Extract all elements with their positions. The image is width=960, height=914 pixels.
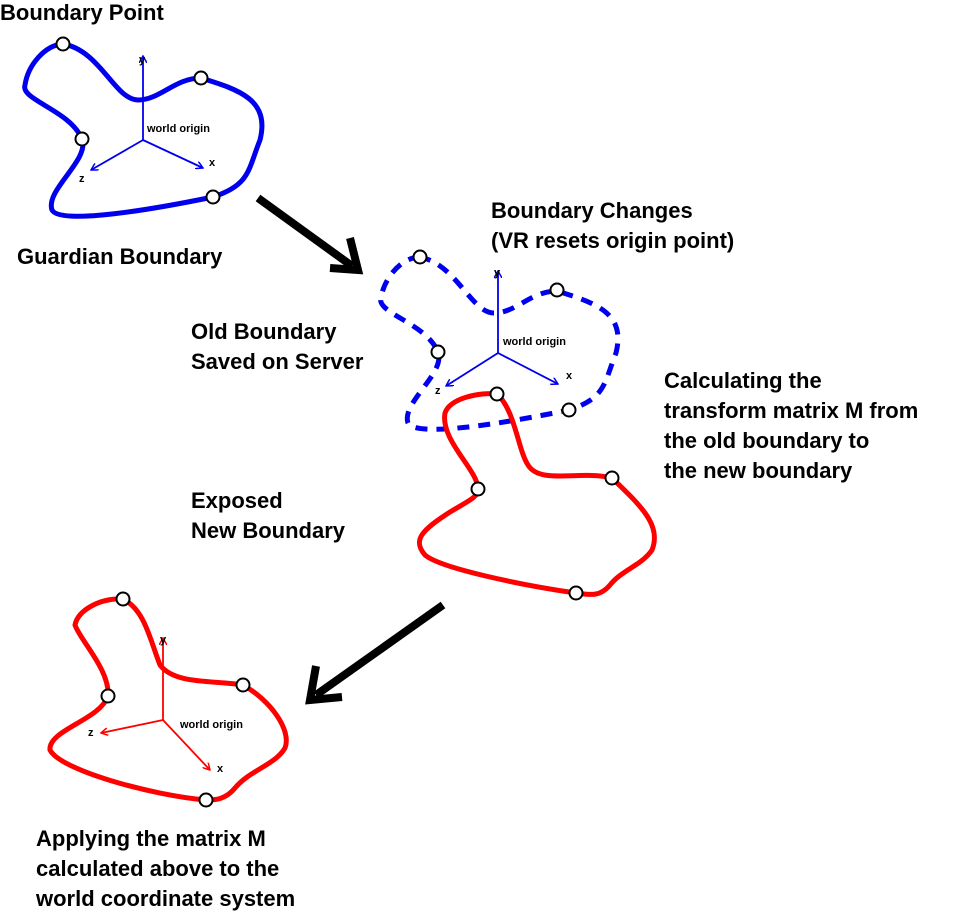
calculating-label: Calculating the transform matrix M from …	[664, 368, 924, 483]
boundary-point	[235, 677, 251, 693]
y-label: y	[494, 267, 501, 279]
boundary-point	[489, 386, 505, 402]
boundary-point	[74, 131, 90, 147]
boundary-point	[198, 792, 214, 808]
boundary-point	[193, 70, 209, 86]
boundary-point	[412, 249, 428, 265]
world-axes	[101, 638, 210, 770]
z-axis	[101, 719, 164, 733]
boundary-point	[549, 282, 565, 298]
world-axes	[91, 56, 203, 171]
z-label: z	[88, 727, 94, 739]
boundary-point	[100, 688, 116, 704]
old-boundary: y x z world origin	[378, 249, 621, 432]
boundary-changes-label: Boundary Changes (VR resets origin point…	[491, 198, 734, 253]
z-axis	[91, 139, 144, 171]
boundary-point	[568, 585, 584, 601]
world-origin-label: world origin	[146, 123, 210, 135]
boundary-point	[205, 189, 221, 205]
world-origin-label: world origin	[179, 719, 243, 731]
new-boundary	[416, 386, 657, 601]
flow-arrow-2	[305, 601, 446, 705]
boundary-point	[470, 481, 486, 497]
guardian-boundary-label: Guardian Boundary	[17, 244, 223, 269]
exposed-label: Exposed New Boundary	[191, 488, 346, 543]
z-label: z	[79, 173, 85, 185]
x-axis	[142, 139, 203, 168]
boundary-point	[604, 470, 620, 486]
y-label: y	[160, 634, 167, 646]
x-label: x	[209, 157, 216, 169]
guardian-boundary: y x z world origin	[22, 36, 265, 219]
x-label: x	[217, 763, 224, 775]
world-axes	[446, 271, 558, 386]
z-label: z	[435, 385, 441, 397]
world-origin-label: world origin	[502, 336, 566, 348]
x-label: x	[566, 370, 573, 382]
boundary-point	[430, 344, 446, 360]
flow-arrow-1	[255, 194, 364, 275]
z-axis	[446, 352, 499, 386]
applied-boundary: y x z world origin	[47, 591, 289, 808]
boundary-point	[561, 402, 577, 418]
boundary-point	[55, 36, 71, 52]
boundary-point	[115, 591, 131, 607]
applying-label: Applying the matrix M calculated above t…	[35, 826, 295, 911]
x-axis	[497, 352, 558, 384]
x-axis	[162, 719, 210, 770]
y-label: y	[139, 54, 146, 66]
boundary-point-label: Boundary Point	[0, 0, 164, 25]
old-boundary-label: Old Boundary Saved on Server	[191, 319, 364, 374]
